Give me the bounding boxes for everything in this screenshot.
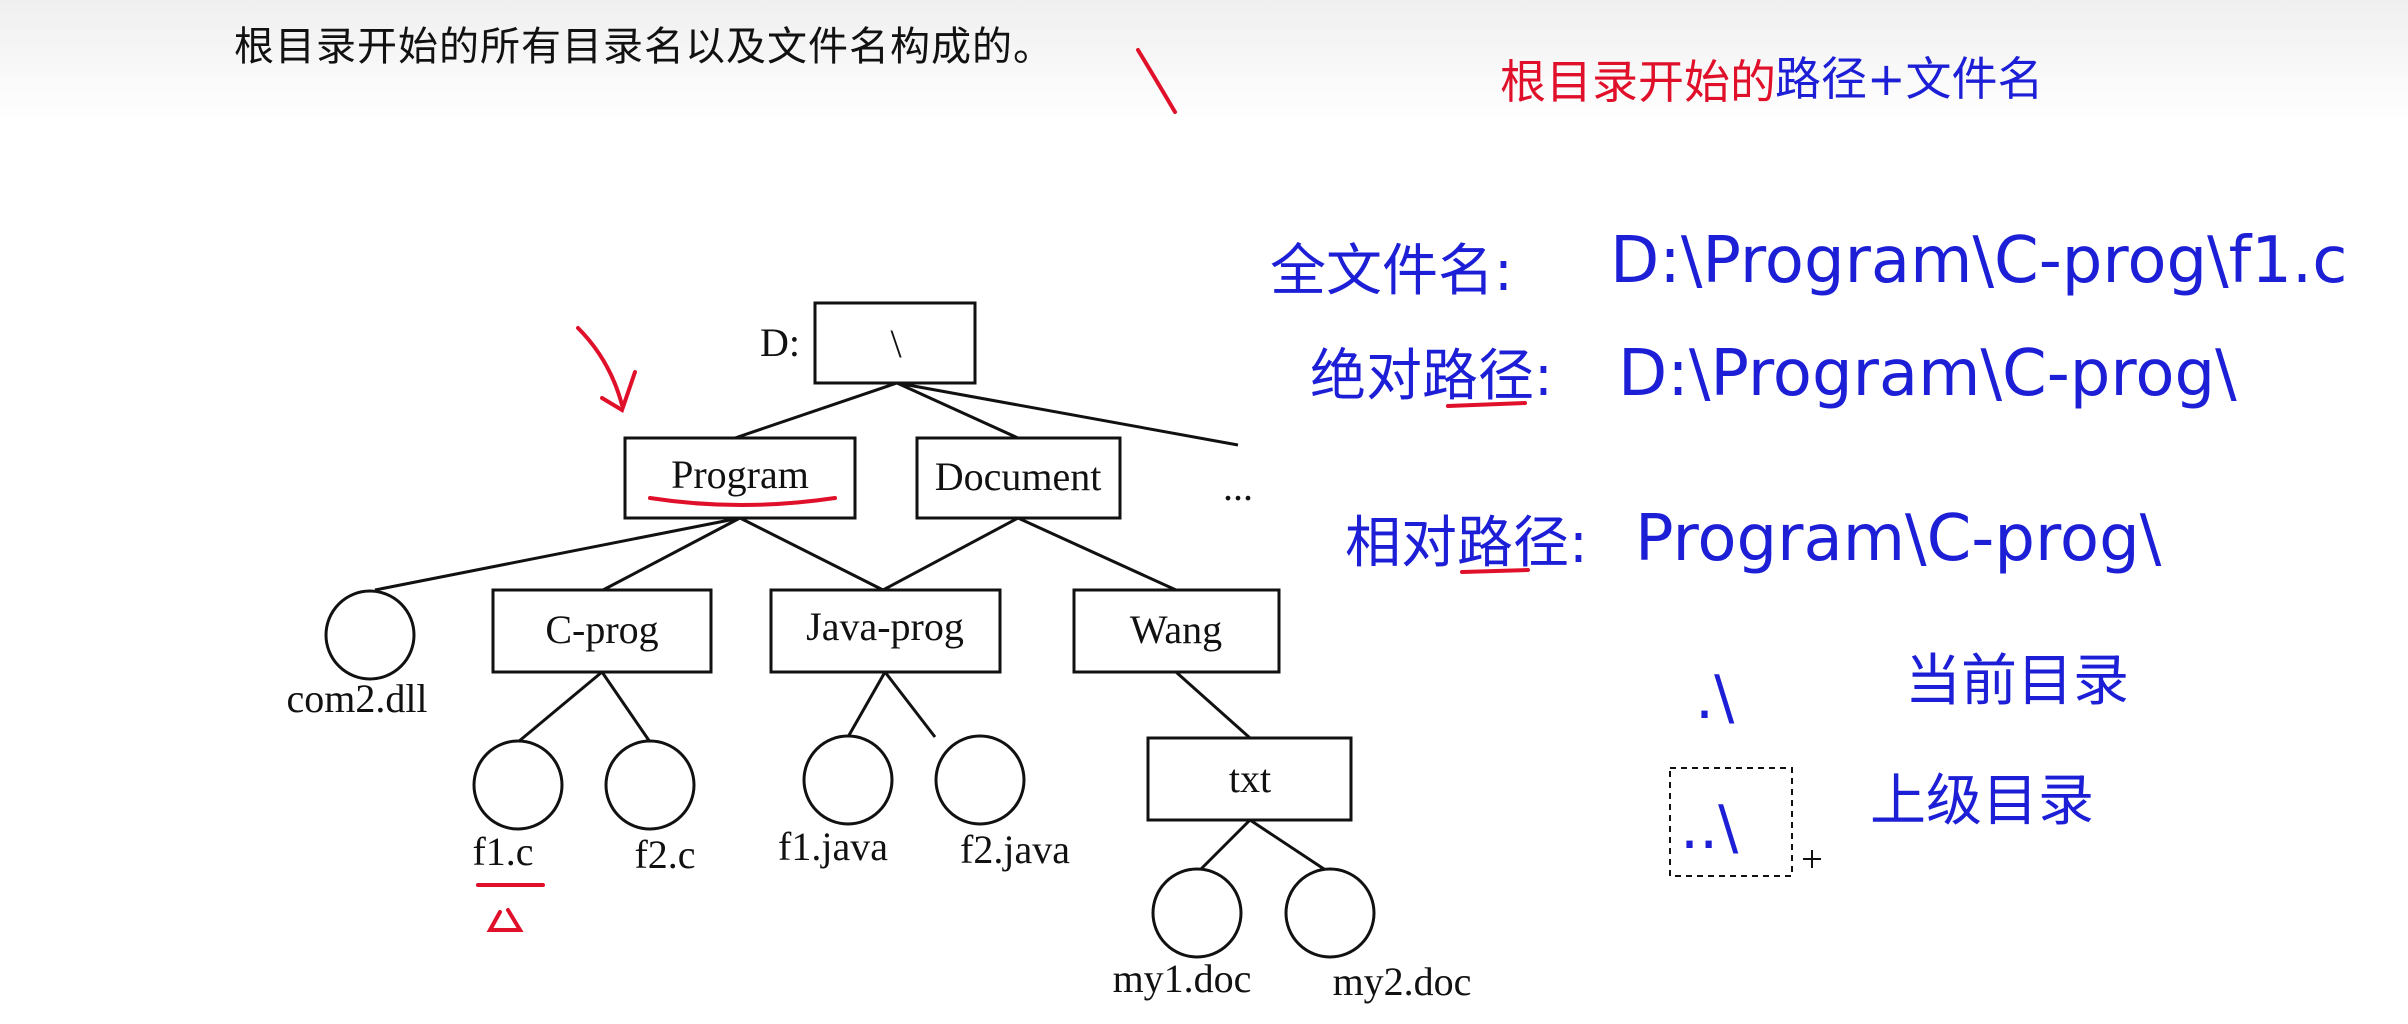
current-dir-symbol: .\ [1695, 663, 1735, 733]
file-my2-label: my2.doc [1333, 959, 1472, 1004]
txt-dir-box [1146, 736, 1353, 822]
abs-path-label: 绝对路径: [1310, 344, 1553, 409]
parent-dir-symbol: ..\ [1680, 793, 1739, 863]
abs-path-value: D:\Program\C-prog\ [1618, 337, 2237, 411]
file-f2java-label: f2.java [960, 827, 1070, 872]
edge-cprog-f2c [600, 671, 652, 743]
rel-path-label: 相对路径: [1345, 511, 1588, 576]
file-f1java-circle [802, 734, 894, 826]
current-dir-label: 当前目录 [1905, 649, 2129, 714]
txt-dir-label: txt [1229, 756, 1271, 801]
wang-dir-box [1072, 588, 1281, 674]
javaprog-dir-label: Java-prog [806, 604, 964, 649]
full-name-label: 全文件名: [1270, 239, 1513, 304]
rel-path-underline [1460, 568, 1530, 574]
program-underline [648, 496, 837, 507]
tree-connectors [374, 381, 1331, 875]
file-com2-label: com2.dll [286, 676, 427, 721]
red-annotations [476, 48, 1530, 932]
root-dir-box [813, 301, 977, 385]
drive-prefix-label: D: [760, 320, 800, 365]
document-dir-label: Document [935, 454, 1102, 499]
file-my2-circle [1284, 867, 1376, 959]
edge-javaprog-f1java [846, 671, 887, 738]
file-my1-label: my1.doc [1113, 956, 1252, 1001]
note-root-start: 根目录开始的 [1500, 55, 1776, 109]
cprog-dir-label: C-prog [545, 607, 658, 652]
header-band [0, 0, 2408, 120]
abs-path-underline [1446, 401, 1527, 408]
edge-root-document [896, 381, 1019, 440]
cprog-dir-box [491, 588, 713, 674]
root-dir-label: \ [890, 321, 902, 366]
edge-document-javaprog [882, 516, 1019, 592]
full-name-value: D:\Program\C-prog\f1.c [1610, 224, 2347, 298]
edge-cprog-f1c [517, 670, 603, 744]
edge-program-com2 [374, 516, 741, 592]
program-dir-label: Program [671, 452, 809, 497]
wang-dir-label: Wang [1130, 607, 1222, 652]
document-dir-box [915, 436, 1122, 520]
crosshair-cursor-icon [1803, 850, 1821, 868]
parent-dir-label: 上级目录 [1870, 769, 2094, 834]
file-com2-circle [324, 589, 416, 681]
edge-root-more [896, 381, 1239, 447]
edge-program-javaprog [739, 516, 884, 592]
rel-path-value: Program\C-prog\ [1635, 502, 2162, 576]
page-caption: 根目录开始的所有目录名以及文件名构成的。 [234, 24, 1054, 70]
edge-program-cprog [602, 516, 741, 592]
file-my1-circle [1151, 867, 1243, 959]
edge-txt-my1 [1195, 818, 1252, 875]
edge-wang-txt [1175, 670, 1251, 740]
selection-box[interactable] [1669, 767, 1793, 877]
file-f2java-circle [934, 734, 1026, 826]
edge-root-program [734, 381, 898, 440]
red-backslash-stroke [1136, 48, 1177, 114]
edge-txt-my2 [1249, 818, 1331, 875]
file-f1c-label: f1.c [472, 829, 533, 874]
file-f1c-circle [472, 739, 564, 831]
javaprog-dir-box [769, 588, 1002, 674]
f1c-red-mark [486, 908, 524, 932]
red-arrow-shaft [576, 326, 624, 407]
file-f2c-circle [604, 739, 696, 831]
red-arrow-head [600, 370, 637, 413]
note-path-plus-filename: 路径+文件名 [1775, 52, 2044, 106]
edge-document-wang [1017, 516, 1177, 592]
file-f1java-label: f1.java [778, 824, 888, 869]
file-f2c-label: f2.c [634, 832, 695, 877]
edge-javaprog-f2java [883, 671, 937, 738]
more-dirs-ellipsis: ... [1223, 464, 1253, 509]
